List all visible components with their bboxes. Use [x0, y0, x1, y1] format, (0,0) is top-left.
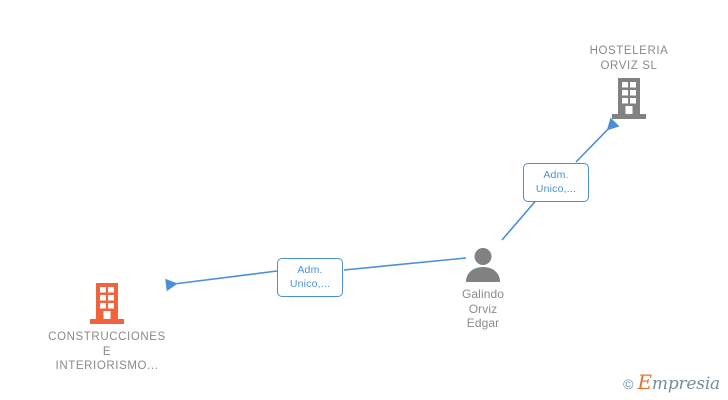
- graph-node-hosteleria-orviz-sl[interactable]: HOSTELERIA ORVIZ SL: [544, 44, 714, 120]
- brand-rest: mpresia: [651, 374, 720, 394]
- brand-initial: E: [637, 370, 653, 394]
- edge-label-adm-unico-construcciones[interactable]: Adm. Unico,...: [277, 258, 343, 297]
- empresia-watermark: © Empresia: [623, 372, 721, 394]
- copyright-icon: ©: [623, 375, 634, 392]
- brand-wordmark: Empresia: [638, 372, 721, 394]
- edge-label-adm-unico-hosteleria[interactable]: Adm. Unico,...: [523, 163, 589, 202]
- node-label-construcciones: CONSTRUCCIONES E INTERIORISMO...: [48, 331, 166, 372]
- graph-node-construcciones-e-interiorismo[interactable]: CONSTRUCCIONES E INTERIORISMO...: [22, 283, 192, 374]
- node-label-person: Galindo Orviz Edgar: [461, 287, 505, 330]
- graph-node-galindo-orviz-edgar[interactable]: Galindo Orviz Edgar: [398, 246, 568, 331]
- building-icon: [544, 78, 714, 120]
- node-label-hosteleria: HOSTELERIA ORVIZ SL: [589, 45, 669, 72]
- building-icon: [22, 283, 192, 325]
- person-icon: [398, 246, 568, 282]
